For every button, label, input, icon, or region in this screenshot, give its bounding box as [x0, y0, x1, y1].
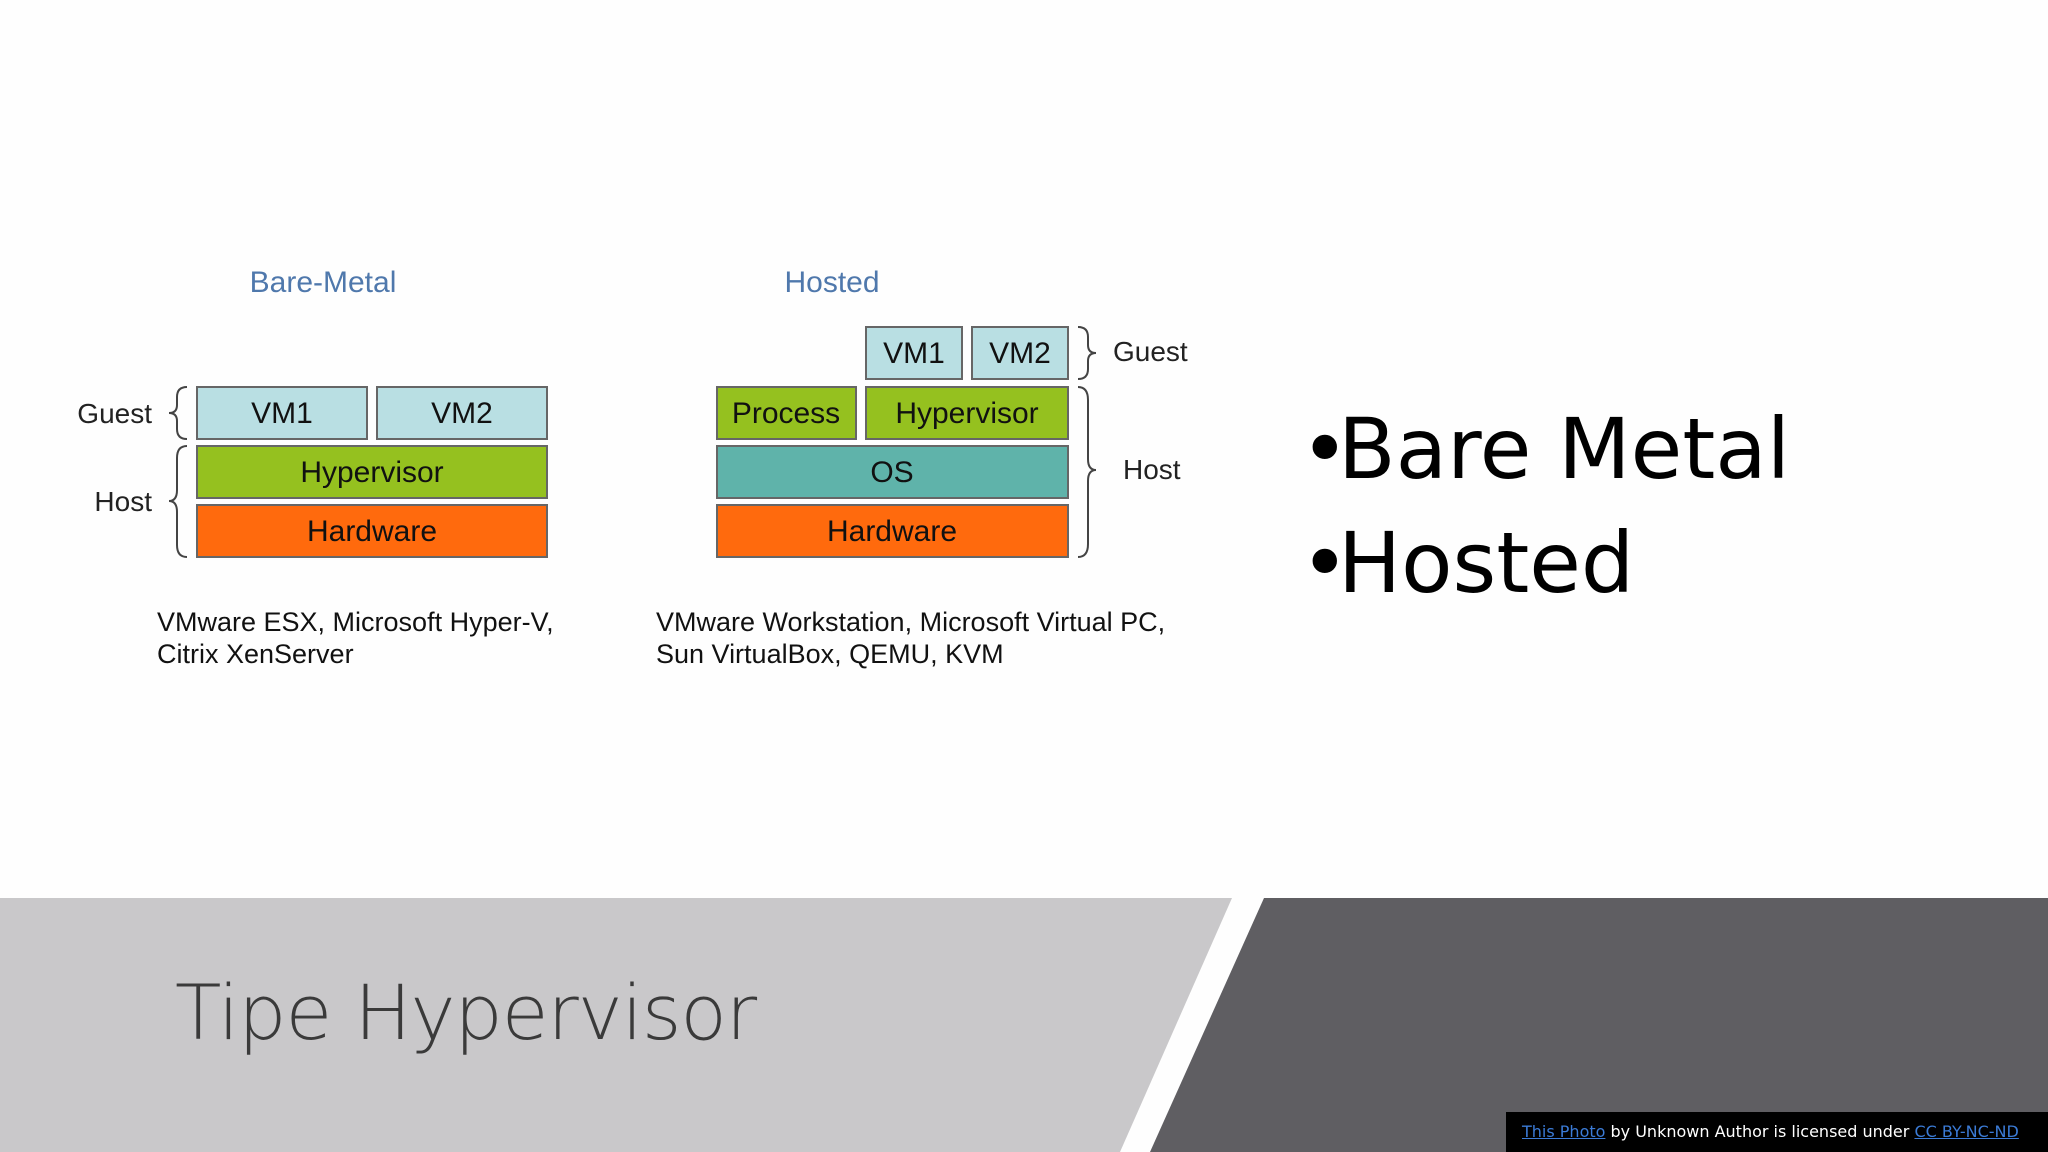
bullet-list: •Bare Metal •Hosted	[1300, 392, 1790, 620]
bare-metal-host-brace	[168, 445, 188, 558]
title-band-dark	[1150, 898, 2048, 1152]
bare-metal-heading: Bare-Metal	[250, 266, 397, 299]
hosted-examples-line2: Sun VirtualBox, QEMU, KVM	[656, 639, 1004, 669]
hosted-hypervisor-label: Hypervisor	[895, 397, 1038, 430]
bare-metal-hardware-box	[196, 504, 548, 558]
bullet-text: Bare Metal	[1338, 400, 1791, 498]
hosted-hypervisor-box	[865, 386, 1069, 440]
hosted-vm2-box	[971, 326, 1069, 380]
hosted-heading: Hosted	[784, 266, 879, 299]
hosted-host-label: Host	[1123, 454, 1181, 485]
bare-metal-vm1-label: VM1	[251, 397, 313, 430]
title-band-light	[0, 898, 1232, 1152]
bare-metal-guest-label: Guest	[77, 398, 152, 429]
bare-metal-vm2-box	[376, 386, 548, 440]
hosted-process-box	[716, 386, 857, 440]
credit-text: by Unknown Author is licensed under	[1605, 1122, 1915, 1141]
hosted-vm1-label: VM1	[883, 337, 945, 370]
hosted-host-brace	[1077, 386, 1097, 558]
bare-metal-guest-brace	[168, 386, 188, 440]
hosted-guest-label: Guest	[1113, 336, 1188, 367]
hosted-hardware-label: Hardware	[827, 515, 957, 548]
this-photo-link[interactable]: This Photo	[1522, 1122, 1606, 1141]
bare-metal-vm2-label: VM2	[431, 397, 493, 430]
bare-metal-examples-line2: Citrix XenServer	[157, 639, 354, 669]
bare-metal-hypervisor-box	[196, 445, 548, 499]
hosted-vm1-box	[865, 326, 963, 380]
hosted-process-label: Process	[732, 397, 840, 430]
hosted-hardware-box	[716, 504, 1069, 558]
bare-metal-examples-line1: VMware ESX, Microsoft Hyper-V,	[157, 607, 554, 637]
bullet-item-bare-metal: •Bare Metal	[1300, 392, 1790, 506]
bare-metal-hypervisor-label: Hypervisor	[300, 456, 443, 489]
bullet-text: Hosted	[1338, 514, 1635, 612]
hosted-examples-line1: VMware Workstation, Microsoft Virtual PC…	[656, 607, 1165, 637]
bare-metal-vm1-box	[196, 386, 368, 440]
photo-credit: This Photo by Unknown Author is licensed…	[1506, 1112, 2048, 1152]
hosted-os-label: OS	[870, 456, 913, 489]
bare-metal-hardware-label: Hardware	[307, 515, 437, 548]
hosted-guest-brace	[1077, 326, 1097, 380]
hosted-vm2-label: VM2	[989, 337, 1051, 370]
bullet-glyph: •	[1300, 514, 1350, 612]
license-link[interactable]: CC BY-NC-ND	[1914, 1122, 2019, 1141]
bullet-glyph: •	[1300, 400, 1350, 498]
hosted-os-box	[716, 445, 1069, 499]
slide-title: Tipe Hypervisor	[175, 968, 757, 1057]
bare-metal-host-label: Host	[94, 486, 152, 517]
bullet-item-hosted: •Hosted	[1300, 506, 1790, 620]
